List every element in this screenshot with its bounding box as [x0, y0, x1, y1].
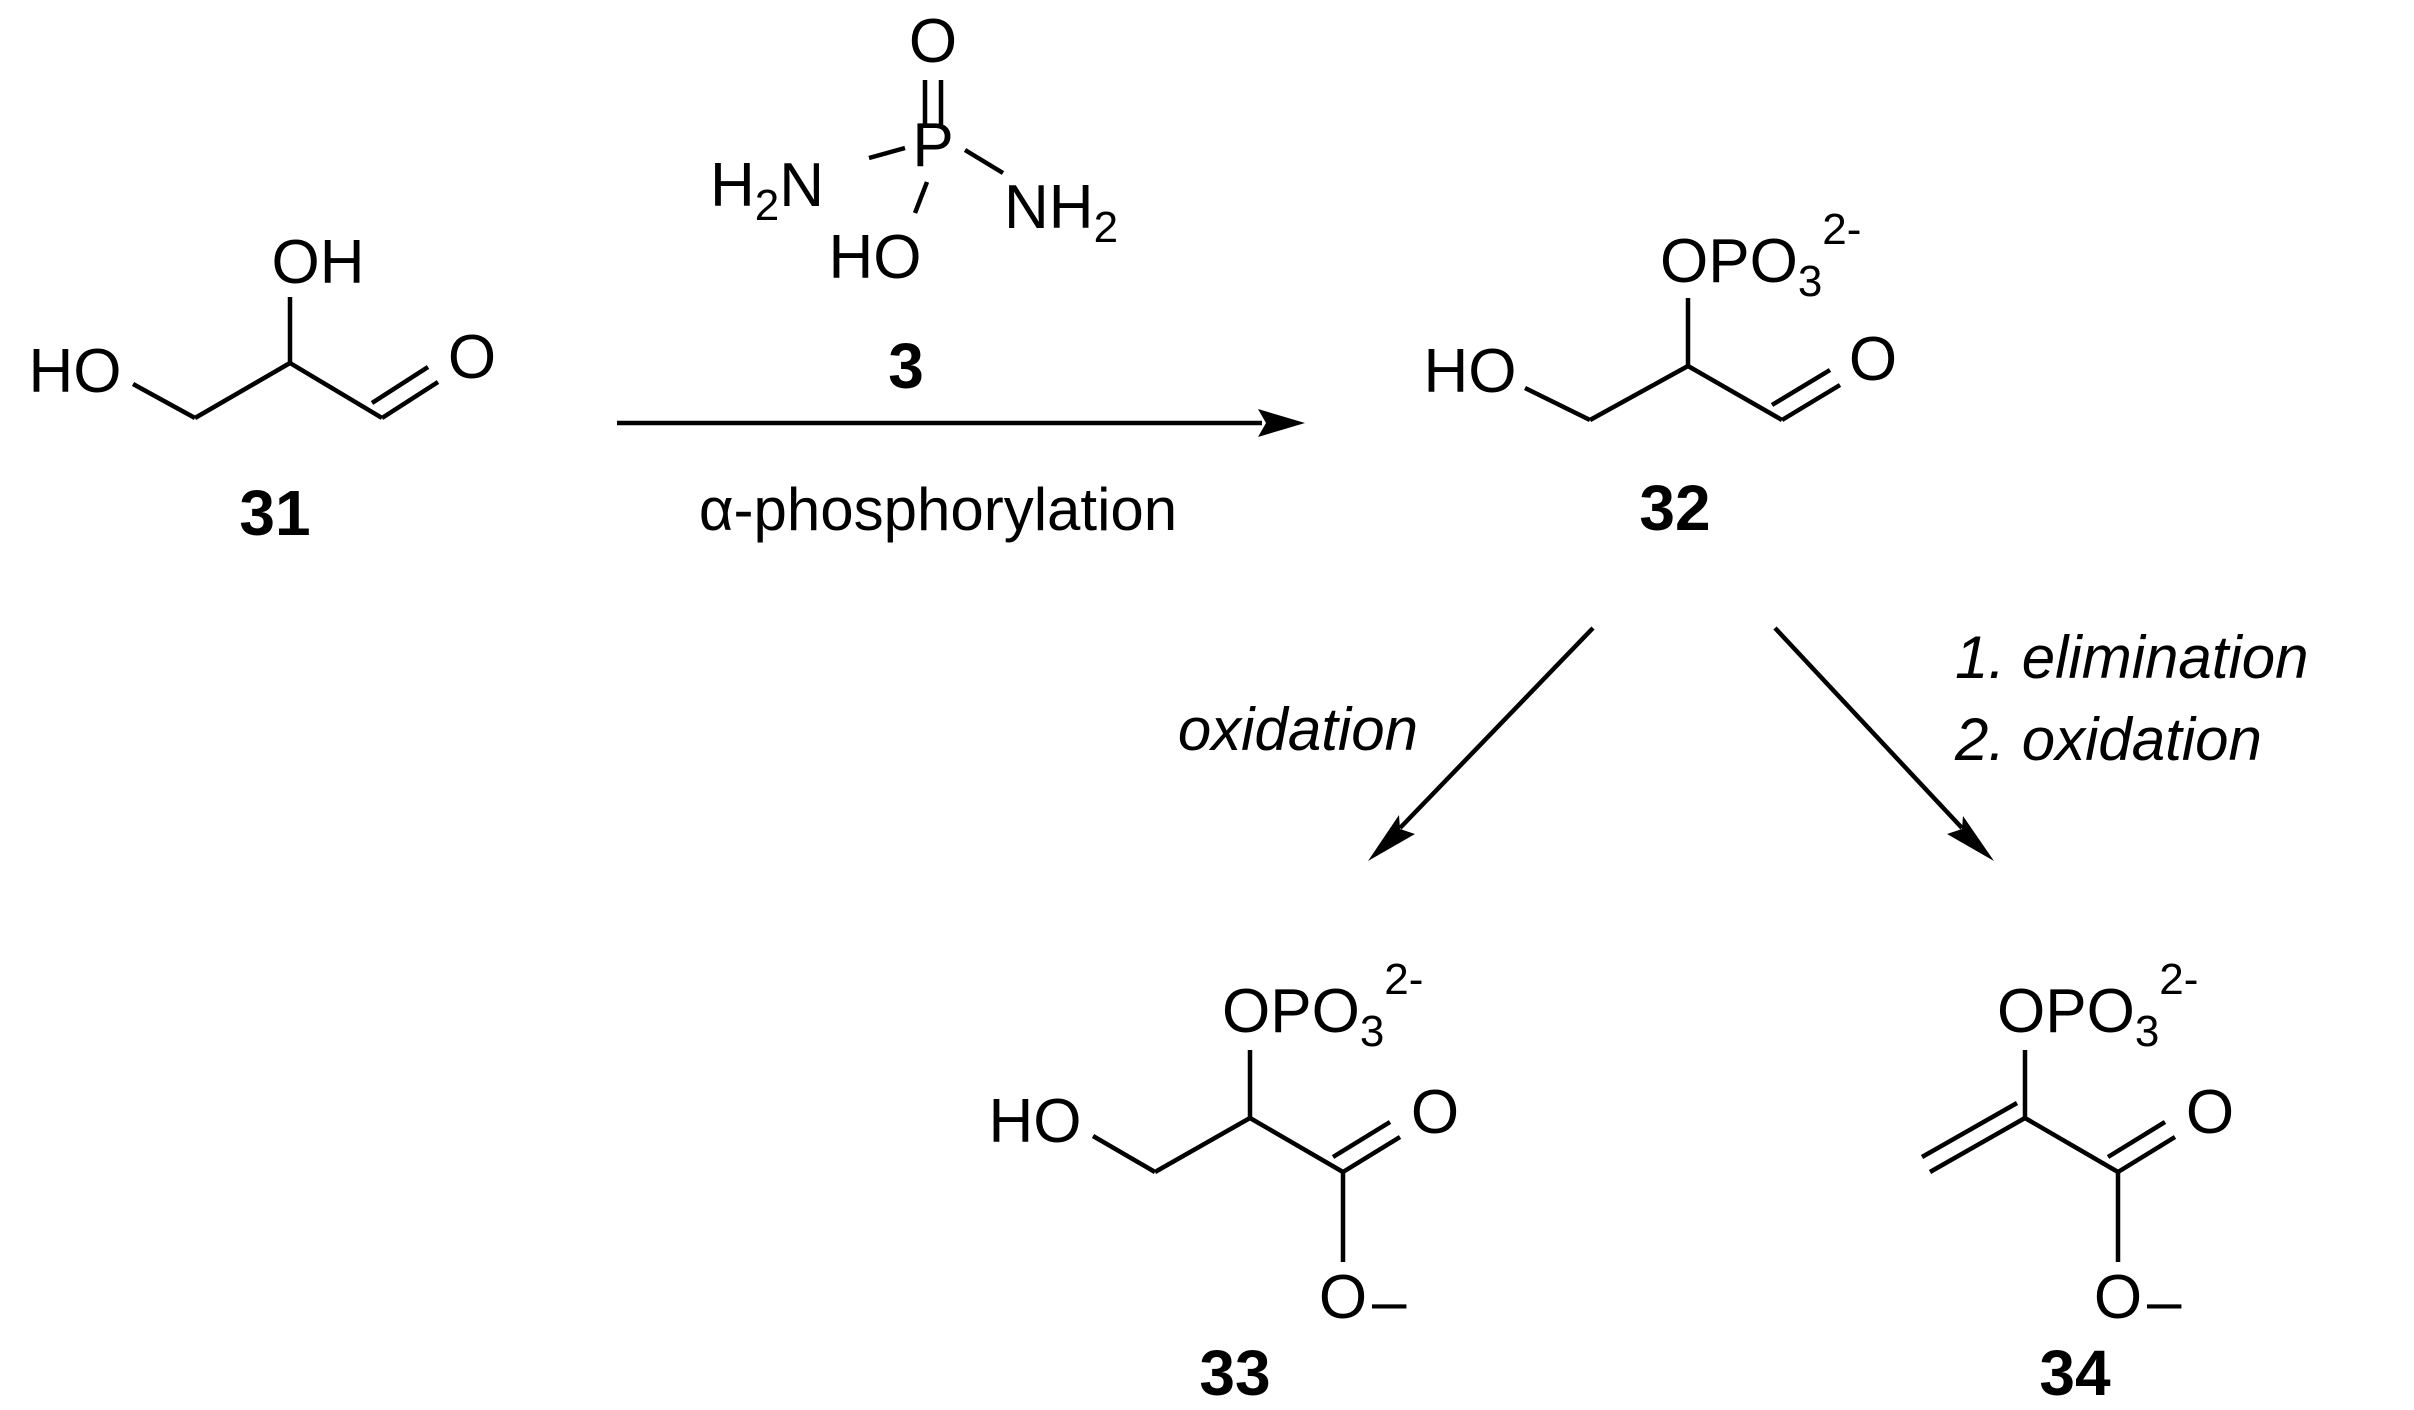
bond-ch2-c-double-1	[1928, 1116, 2027, 1174]
label-oxidation: oxidation	[1178, 696, 1418, 763]
bond-n-p-left	[868, 145, 906, 161]
bond-ho-ch2	[1091, 1134, 1157, 1174]
bond-ho-ch2	[131, 382, 197, 420]
bond-co-double-1	[380, 380, 440, 420]
atom-ho: HO	[989, 1087, 1082, 1156]
atom-opo3: OPO32-	[1997, 955, 2198, 1056]
bond-co-double-2	[2106, 1120, 2167, 1159]
arrowhead-main	[1258, 409, 1305, 437]
compound-33: OPO32- HO O O – 33	[989, 955, 1460, 1409]
compound-number-3: 3	[888, 330, 924, 402]
atom-o-carbonyl: O	[2186, 1078, 2234, 1147]
atom-oh: OH	[272, 228, 365, 297]
bond-c-coo	[2023, 1116, 2120, 1174]
atom-o: O	[909, 7, 957, 76]
atom-opo3: OPO32-	[1660, 205, 1861, 306]
reaction-arrow-main	[617, 409, 1305, 437]
bond-ho-ch2	[1524, 385, 1591, 423]
atom-h2n: H2N	[710, 151, 824, 230]
atom-ho: HO	[829, 223, 922, 292]
bond-ch2-ch	[1153, 1116, 1252, 1174]
compound-3: O P H2N NH2 HO 3	[710, 7, 1118, 402]
reaction-arrow-right	[1773, 626, 1994, 861]
compound-number-32: 32	[1639, 472, 1710, 544]
bond-co-double-2	[1770, 368, 1832, 407]
compound-32-bonds	[1524, 298, 1842, 423]
compound-34: OPO32- O O – 34	[1920, 955, 2234, 1409]
arrowhead-left	[1368, 815, 1415, 861]
reaction-arrow-left	[1368, 626, 1595, 861]
atom-o-carbonyl: O	[1411, 1078, 1459, 1147]
bond-co-double-2	[370, 365, 430, 405]
atom-p: P	[912, 111, 953, 180]
charge-minus: –	[2147, 1267, 2182, 1336]
atom-o-carbonyl: O	[448, 323, 496, 392]
atom-o-minus: O	[1319, 1263, 1367, 1332]
charge-minus: –	[1372, 1267, 1407, 1336]
atom-o-minus: O	[2094, 1263, 2142, 1332]
atom-ho: HO	[29, 337, 122, 406]
label-elimination: 1. elimination	[1955, 624, 2309, 691]
atom-o-carbonyl: O	[1849, 325, 1897, 394]
bond-ch2-c-double-2	[1920, 1101, 2019, 1159]
arrowhead-right	[1947, 816, 1994, 861]
bond-ch-cho	[288, 361, 384, 420]
compound-3-bonds	[868, 80, 1005, 214]
bond-p-oh	[912, 181, 930, 214]
arrow-shaft-right	[1773, 626, 1964, 830]
bond-co-double-2	[1331, 1120, 1392, 1159]
arrow-shaft-left	[1398, 626, 1595, 830]
atom-opo3: OPO32-	[1222, 955, 1423, 1056]
compound-31-bonds	[131, 297, 440, 420]
bond-ch2-chcoh	[193, 361, 292, 420]
compound-31: OH HO O 31	[29, 228, 497, 549]
bond-ch2-ch	[1588, 364, 1690, 422]
label-oxidation-2: 2. oxidation	[1954, 706, 2262, 773]
bond-co-double-1	[1780, 383, 1842, 422]
bond-p-n-right	[963, 148, 1005, 175]
bond-co-double-1	[1341, 1135, 1402, 1174]
bond-ch-coo	[1248, 1116, 1345, 1174]
bond-ch-cho	[1686, 364, 1784, 422]
label-alpha-phosphorylation: α-phosphorylation	[699, 476, 1177, 543]
compound-32: OPO32- HO O 32	[1424, 205, 1898, 544]
compound-number-33: 33	[1199, 1337, 1270, 1409]
atom-ho: HO	[1424, 337, 1517, 406]
atom-nh2: NH2	[1004, 173, 1118, 252]
compound-33-bonds	[1091, 1050, 1402, 1262]
compound-number-31: 31	[239, 477, 310, 549]
bond-co-double-1	[2116, 1135, 2177, 1174]
compound-34-bonds	[1920, 1050, 2177, 1262]
compound-number-34: 34	[2039, 1337, 2111, 1409]
